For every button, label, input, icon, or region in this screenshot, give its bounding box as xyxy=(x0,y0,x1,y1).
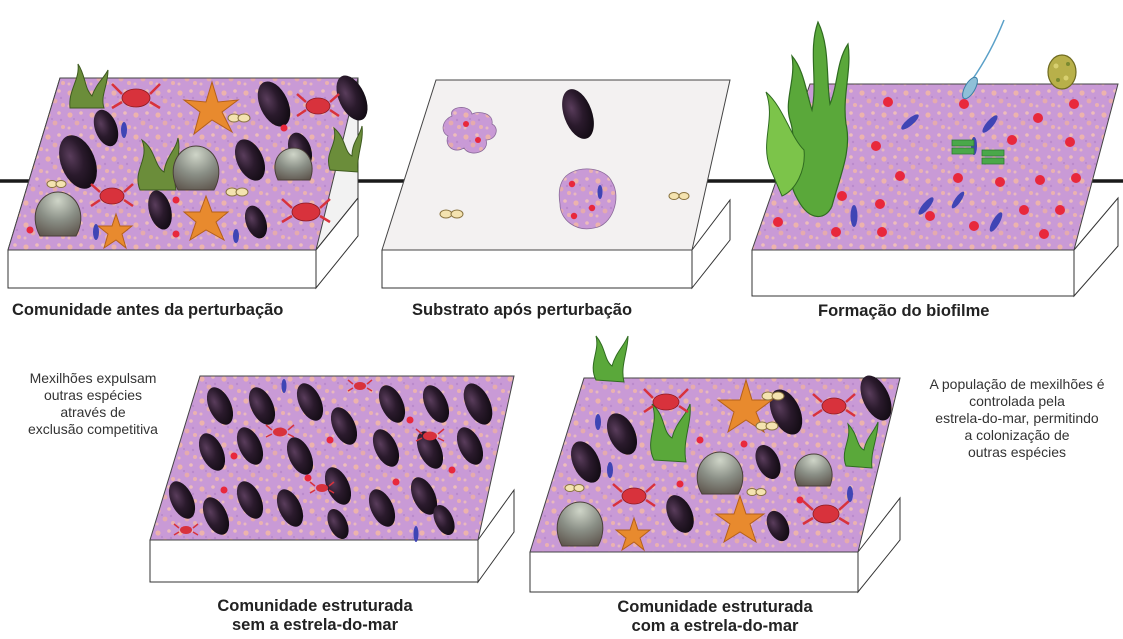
caption-with-starfish: Comunidade estruturada com a estrela-do-… xyxy=(550,598,880,636)
bacteria-icon xyxy=(697,437,704,444)
diatom-icon xyxy=(607,462,613,478)
bacteria-icon xyxy=(797,497,804,504)
note-line: A população de mexilhões é xyxy=(914,376,1120,393)
bacteria-icon xyxy=(231,453,238,460)
panel-without-starfish xyxy=(150,376,514,582)
bacteria-icon xyxy=(959,99,969,109)
bacteria-icon xyxy=(173,197,180,204)
scallop-shell-icon xyxy=(275,148,312,180)
bacteria-icon xyxy=(589,205,595,211)
note-line: outras espécies xyxy=(914,444,1120,461)
bacteria-icon xyxy=(773,217,783,227)
scallop-shell-icon xyxy=(35,192,81,236)
caption-without-starfish-line1: Comunidade estruturada xyxy=(150,597,480,616)
panel-after-disturbance xyxy=(382,80,730,288)
bacteria-icon xyxy=(995,177,1005,187)
note-line: controlada pela xyxy=(914,393,1120,410)
bacteria-icon xyxy=(475,137,481,143)
bacteria-icon xyxy=(1055,205,1065,215)
bacteria-icon xyxy=(393,479,400,486)
bacteria-icon xyxy=(741,441,748,448)
round-cell-icon xyxy=(1048,55,1076,89)
bacteria-icon xyxy=(895,171,905,181)
note-line: estrela-do-mar, permitindo xyxy=(914,410,1120,427)
diatom-icon xyxy=(93,224,99,240)
bacteria-icon xyxy=(1039,229,1049,239)
caption-with-starfish-line1: Comunidade estruturada xyxy=(550,598,880,617)
bacteria-icon xyxy=(875,199,885,209)
scallop-shell-icon xyxy=(557,502,603,546)
bacteria-icon xyxy=(877,227,887,237)
diatom-icon xyxy=(282,379,287,393)
bacteria-icon xyxy=(1033,113,1043,123)
bacteria-icon xyxy=(305,475,312,482)
bacteria-icon xyxy=(281,125,288,132)
note-line: a colonização de xyxy=(914,427,1120,444)
bacteria-icon xyxy=(1065,137,1075,147)
note-line: outras espécies xyxy=(4,387,182,404)
caption-without-starfish-line2: sem a estrela-do-mar xyxy=(150,616,480,635)
caption-without-starfish: Comunidade estruturada sem a estrela-do-… xyxy=(150,597,480,635)
algae-icon xyxy=(766,22,849,217)
diatom-icon xyxy=(598,185,603,199)
caption-biofilm: Formação do biofilme xyxy=(818,302,989,321)
barnacle-icon xyxy=(226,188,248,196)
bacteria-icon xyxy=(831,227,841,237)
bacteria-icon xyxy=(449,467,456,474)
bacteria-icon xyxy=(953,173,963,183)
bacteria-icon xyxy=(463,121,469,127)
bacteria-icon xyxy=(327,437,334,444)
bacteria-icon xyxy=(883,97,893,107)
note-line: Mexilhões expulsam xyxy=(4,370,182,387)
caption-before-disturbance: Comunidade antes da perturbação xyxy=(12,301,283,320)
bacteria-icon xyxy=(925,211,935,221)
diatom-icon xyxy=(414,526,419,542)
panel-biofilm xyxy=(752,20,1118,296)
bacteria-icon xyxy=(1069,99,1079,109)
barnacle-icon xyxy=(756,422,778,430)
diatom-icon xyxy=(233,229,239,243)
substrate-patch xyxy=(559,169,616,229)
bacteria-icon xyxy=(221,487,228,494)
bacteria-icon xyxy=(571,213,577,219)
algae-icon xyxy=(593,336,628,382)
bacteria-icon xyxy=(837,191,847,201)
bacteria-icon xyxy=(871,141,881,151)
bacteria-icon xyxy=(407,417,414,424)
bacteria-icon xyxy=(1019,205,1029,215)
note-line: através de xyxy=(4,404,182,421)
bacteria-icon xyxy=(569,181,575,187)
note-starfish-control: A população de mexilhões é controlada pe… xyxy=(914,376,1120,461)
panel-with-starfish xyxy=(530,336,900,592)
caption-with-starfish-line2: com a estrela-do-mar xyxy=(550,617,880,636)
caption-after-disturbance: Substrato após perturbação xyxy=(412,301,632,320)
diatom-icon xyxy=(121,122,127,138)
panel-before-disturbance xyxy=(8,64,374,288)
diatom-icon xyxy=(851,205,858,227)
bacteria-icon xyxy=(969,221,979,231)
bacteria-icon xyxy=(677,481,684,488)
bacteria-icon xyxy=(1035,175,1045,185)
diatom-icon xyxy=(847,486,853,502)
scallop-shell-icon xyxy=(173,146,219,190)
barnacle-icon xyxy=(762,392,784,400)
note-competitive-exclusion: Mexilhões expulsam outras espécies atrav… xyxy=(4,370,182,438)
bacteria-icon xyxy=(173,231,180,238)
note-line: exclusão competitiva xyxy=(4,421,182,438)
bacteria-icon xyxy=(1007,135,1017,145)
scallop-shell-icon xyxy=(795,454,832,486)
bacteria-icon xyxy=(1071,173,1081,183)
barnacle-icon xyxy=(228,114,250,122)
diatom-icon xyxy=(595,414,601,430)
bacteria-icon xyxy=(27,227,34,234)
